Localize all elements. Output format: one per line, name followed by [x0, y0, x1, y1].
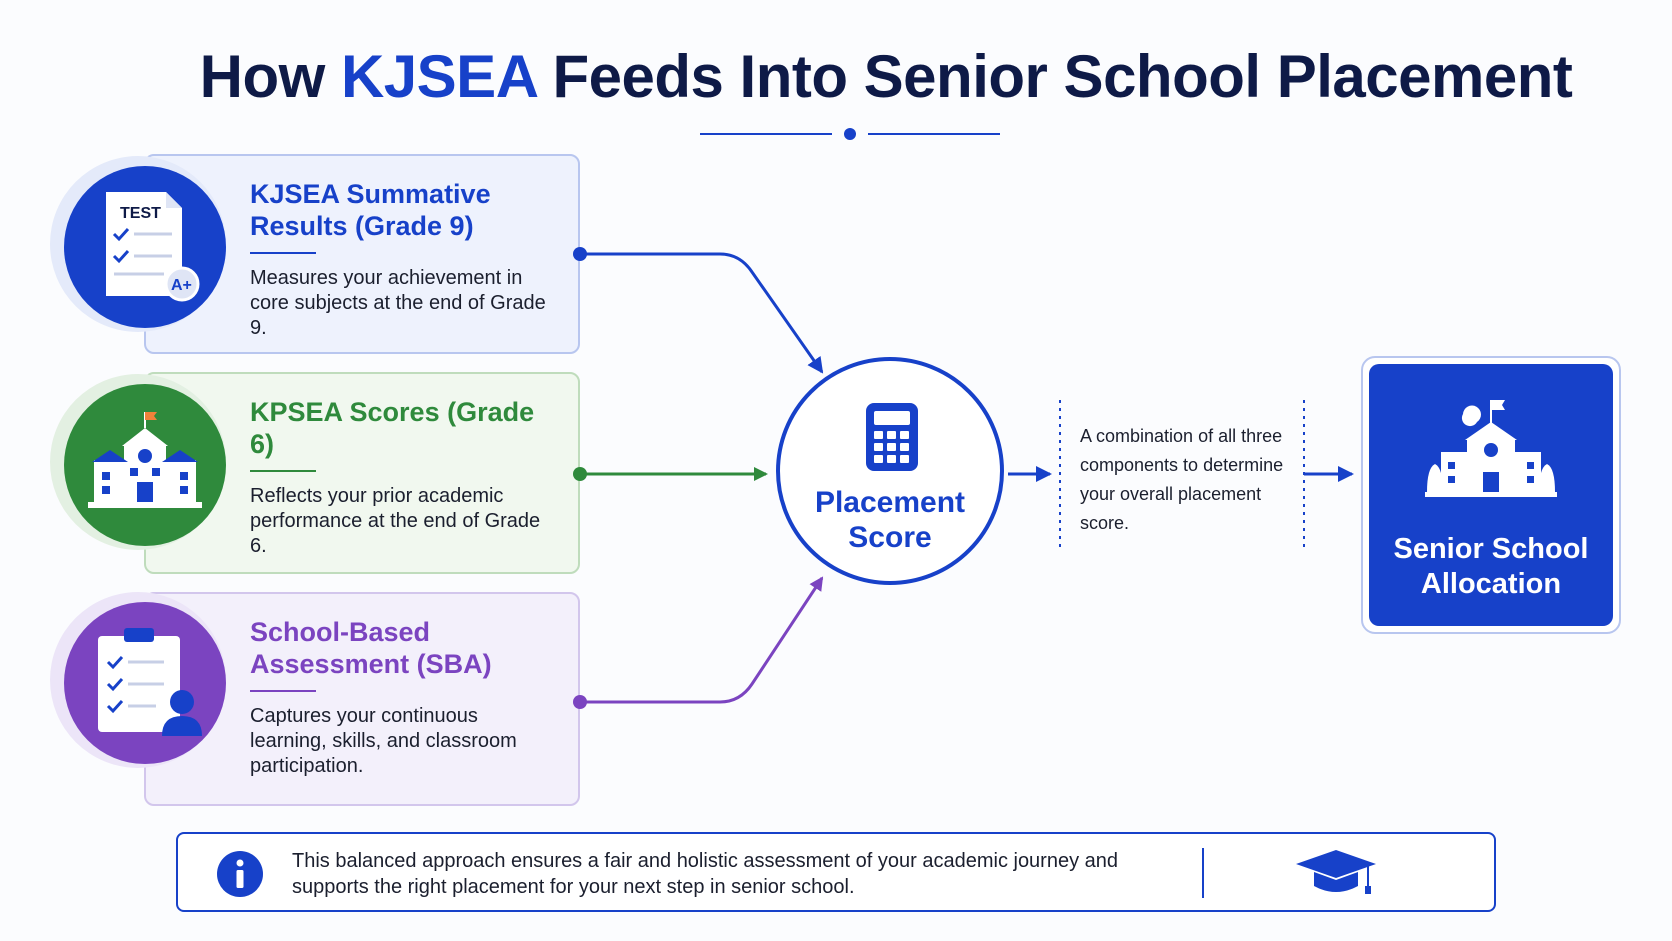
- grade-icon-text: A+: [171, 277, 192, 294]
- kjsea-card-divider: [250, 252, 316, 254]
- senior-school-allocation-node: Senior School Allocation: [1361, 356, 1621, 634]
- test-paper-icon: TEST A+: [106, 192, 200, 302]
- title-suffix: Feeds Into Senior School Placement: [536, 43, 1573, 110]
- sba-card-title: School-Based Assessment (SBA): [250, 617, 492, 679]
- title-divider: [700, 128, 1000, 140]
- calculator-icon: [866, 403, 918, 471]
- placement-score-node: Placement Score: [776, 357, 1004, 585]
- kjsea-connector: [580, 252, 824, 374]
- school-icon: [1425, 400, 1557, 497]
- kjsea-icon-badge: TEST A+: [50, 156, 226, 332]
- title-prefix: How: [199, 43, 341, 110]
- sba-connector: [580, 576, 824, 704]
- sba-card-description: Captures your continuous learning, skill…: [250, 705, 517, 777]
- senior-school-allocation-label: Senior School Allocation: [1393, 533, 1589, 600]
- footer-note: This balanced approach ensures a fair an…: [176, 832, 1496, 912]
- kjsea-card-description: Measures your achievement in core subjec…: [250, 267, 546, 339]
- sba-icon-badge: [50, 592, 226, 768]
- footer-text: This balanced approach ensures a fair an…: [292, 850, 1119, 898]
- info-icon: [217, 851, 263, 897]
- kjsea-card-title: KJSEA Summative Results (Grade 9): [250, 179, 491, 241]
- combination-explanation: A combination of all three components to…: [1080, 426, 1284, 533]
- kpsea-card-description: Reflects your prior academic performance…: [250, 485, 541, 557]
- kpsea-icon-badge: [50, 374, 226, 550]
- title-accent: KJSEA: [340, 43, 537, 110]
- test-icon-text: TEST: [120, 205, 161, 222]
- placement-score-label: Placement Score: [814, 486, 966, 554]
- kpsea-card-title: KPSEA Scores (Grade 6): [250, 397, 535, 459]
- sba-card-divider: [250, 690, 316, 692]
- school-building-icon: [88, 412, 202, 508]
- footer-divider: [1202, 848, 1204, 898]
- graduation-cap-icon: [1296, 850, 1376, 894]
- kpsea-card-divider: [250, 470, 316, 472]
- clipboard-checklist-icon: [98, 628, 202, 736]
- page-title: How KJSEA Feeds Into Senior School Place…: [0, 42, 1672, 111]
